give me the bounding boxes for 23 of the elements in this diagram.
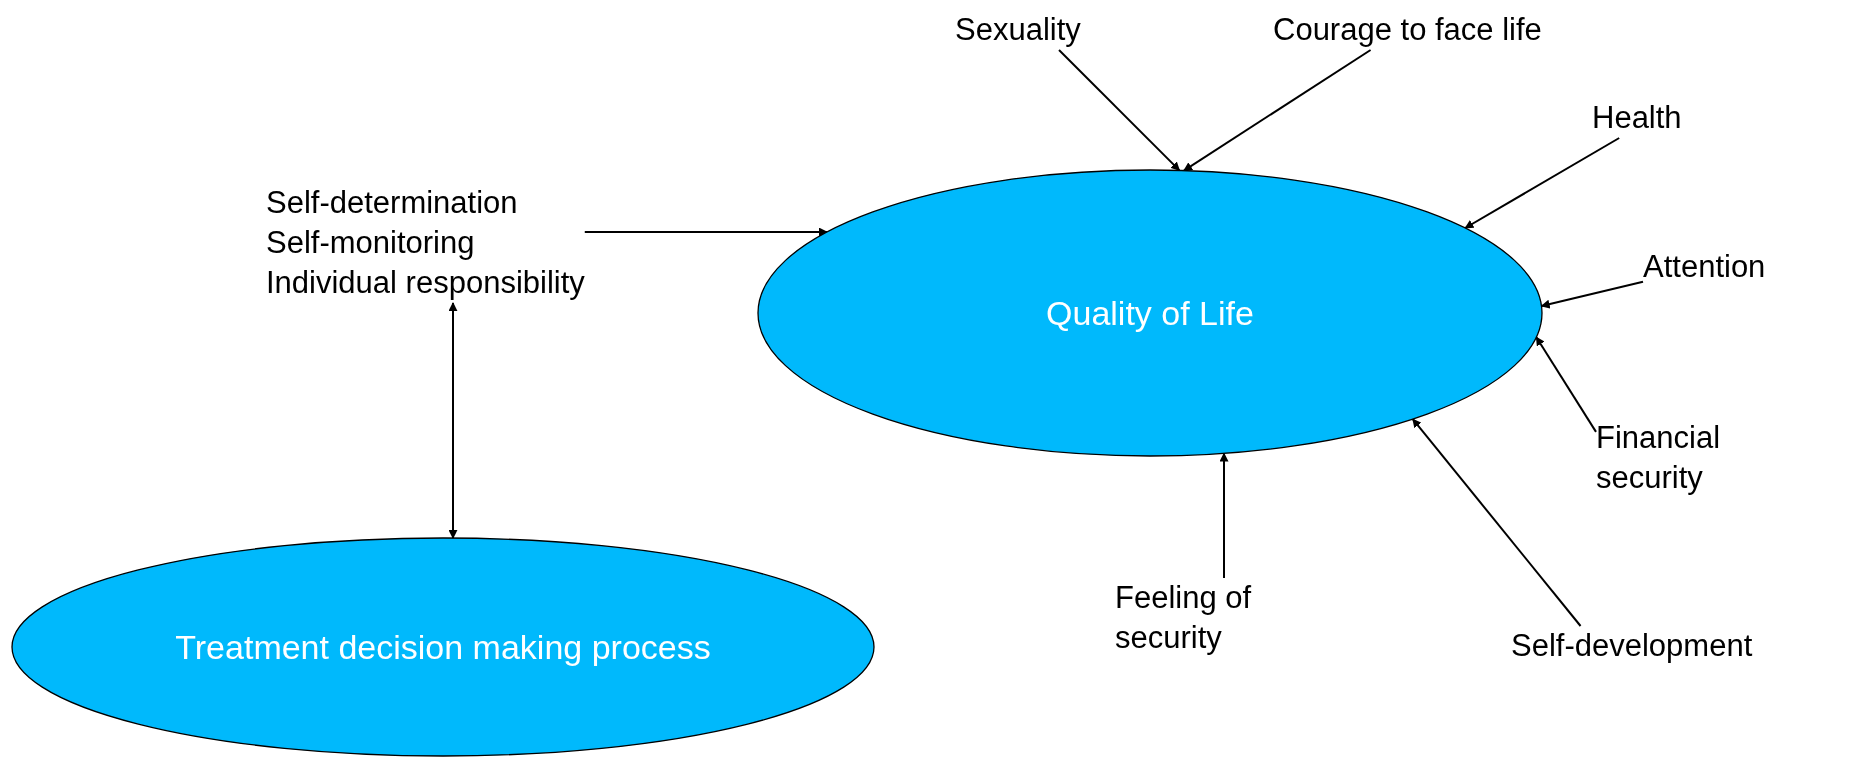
node-title: Treatment decision making process xyxy=(175,627,711,667)
arrow xyxy=(1182,49,1372,172)
arrow xyxy=(1219,452,1229,579)
factor-label: Sexuality xyxy=(955,11,1081,49)
factor-label: Health xyxy=(1592,99,1682,137)
arrow xyxy=(1058,49,1181,172)
node-title: Quality of Life xyxy=(1046,293,1254,333)
arrow xyxy=(1464,137,1621,229)
factor-label: Self-development xyxy=(1511,627,1753,665)
factor-label: Individual responsibility xyxy=(266,264,585,302)
factor-label: Financial security xyxy=(1596,419,1722,497)
factor-label: Self-monitoring xyxy=(266,224,476,262)
arrow xyxy=(1535,336,1597,433)
factor-label: Attention xyxy=(1643,248,1766,286)
ellipse-node xyxy=(11,537,875,757)
arrow xyxy=(1540,280,1644,309)
ellipse-node xyxy=(757,169,1543,457)
factor-label: Courage to face life xyxy=(1273,11,1542,49)
factor-label: Feeling of security xyxy=(1115,579,1253,657)
arrow xyxy=(448,302,458,540)
arrow xyxy=(583,227,828,237)
arrow xyxy=(1411,418,1582,627)
factor-label: Self-determination xyxy=(266,184,519,222)
